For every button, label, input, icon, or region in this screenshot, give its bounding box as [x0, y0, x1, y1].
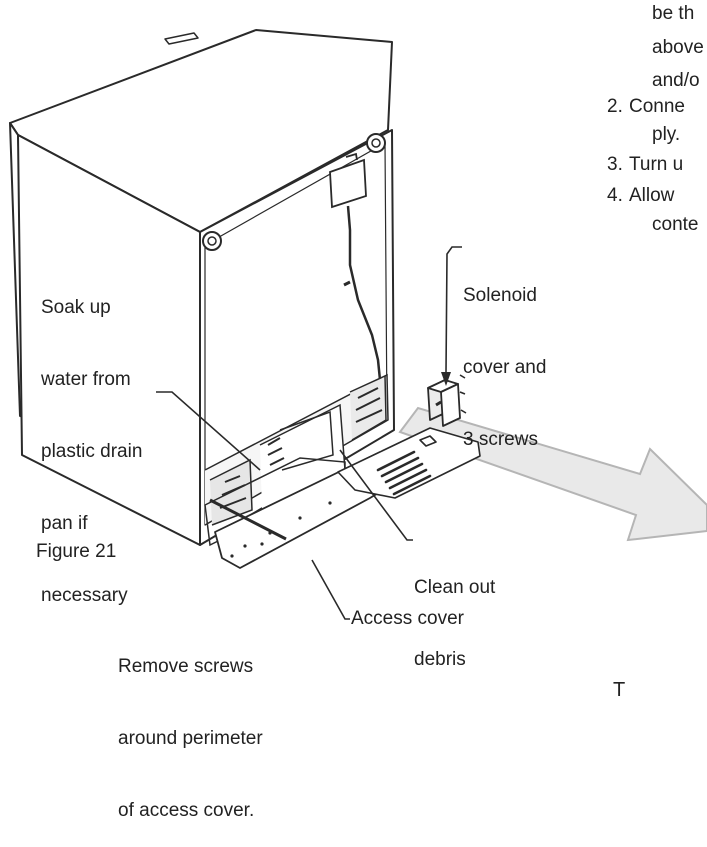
callout-remove-screws-line-2: around perimeter — [118, 728, 263, 749]
callout-soak-up-line-2: water from — [41, 369, 131, 390]
step-3-number: 3. — [607, 154, 623, 175]
callout-access-cover: Access cover — [351, 608, 464, 629]
step-4-continued: conte — [652, 214, 699, 235]
callout-clean-out-line-2: debris — [414, 649, 466, 670]
step-4-number: 4. — [607, 185, 623, 206]
leader-access-cover — [311, 559, 350, 620]
back-corner-port-right-inner — [371, 138, 381, 148]
step-2-number: 2. — [607, 96, 623, 117]
callout-soak-up-line-1: Soak up — [41, 297, 111, 318]
power-cord — [346, 205, 382, 381]
direction-arrow — [398, 406, 707, 542]
solenoid-cover — [427, 379, 461, 427]
step-4-text: Allow — [629, 185, 675, 206]
leader-lines — [156, 246, 462, 620]
back-corner-port-left — [202, 231, 222, 251]
power-cord-clip — [343, 280, 351, 287]
callout-solenoid-line-2: cover and — [463, 357, 547, 378]
back-corner-port-left-inner — [207, 236, 217, 246]
leader-figure — [209, 498, 287, 541]
callout-soak-up: Soak up water from plastic drain pan if … — [41, 248, 142, 632]
callout-solenoid: Solenoid cover and 3 screws — [463, 236, 546, 476]
cut-off-line-3: and/o — [652, 70, 700, 91]
figure-21-diagram — [9, 29, 707, 620]
callout-solenoid-line-1: Solenoid — [463, 285, 537, 306]
leader-clean-out — [339, 449, 413, 541]
back-corner-port-right — [366, 133, 386, 153]
grille-slots — [376, 450, 432, 496]
callout-soak-up-line-5: necessary — [41, 585, 128, 606]
cut-off-bottom-letter: T — [613, 679, 626, 701]
callout-remove-screws-line-3: of access cover. — [118, 800, 255, 821]
cabinet-top-bump — [164, 32, 199, 45]
cut-off-line-1: be th — [652, 3, 695, 24]
callout-remove-screws-line-1: Remove screws — [118, 656, 254, 677]
leader-soak-up — [156, 391, 261, 471]
cut-off-line-2: above — [652, 37, 704, 58]
callout-clean-out-line-1: Clean out — [414, 577, 496, 598]
callout-remove-screws: Remove screws around perimeter of access… — [118, 607, 263, 847]
step-2-continued: ply. — [652, 124, 681, 145]
electrical-box — [329, 152, 367, 209]
callout-solenoid-line-3: 3 screws — [463, 429, 538, 450]
figure-caption: Figure 21 — [36, 541, 117, 562]
callout-soak-up-line-4: pan if — [41, 513, 88, 534]
callout-clean-out: Clean out debris — [414, 528, 495, 696]
callout-soak-up-line-3: plastic drain — [41, 441, 143, 462]
leader-solenoid — [445, 246, 462, 373]
step-2-text: Conne — [629, 96, 685, 117]
step-3-text: Turn u — [629, 154, 684, 175]
leader-solenoid-arrowhead — [441, 372, 451, 386]
solenoid-screws — [459, 374, 467, 414]
